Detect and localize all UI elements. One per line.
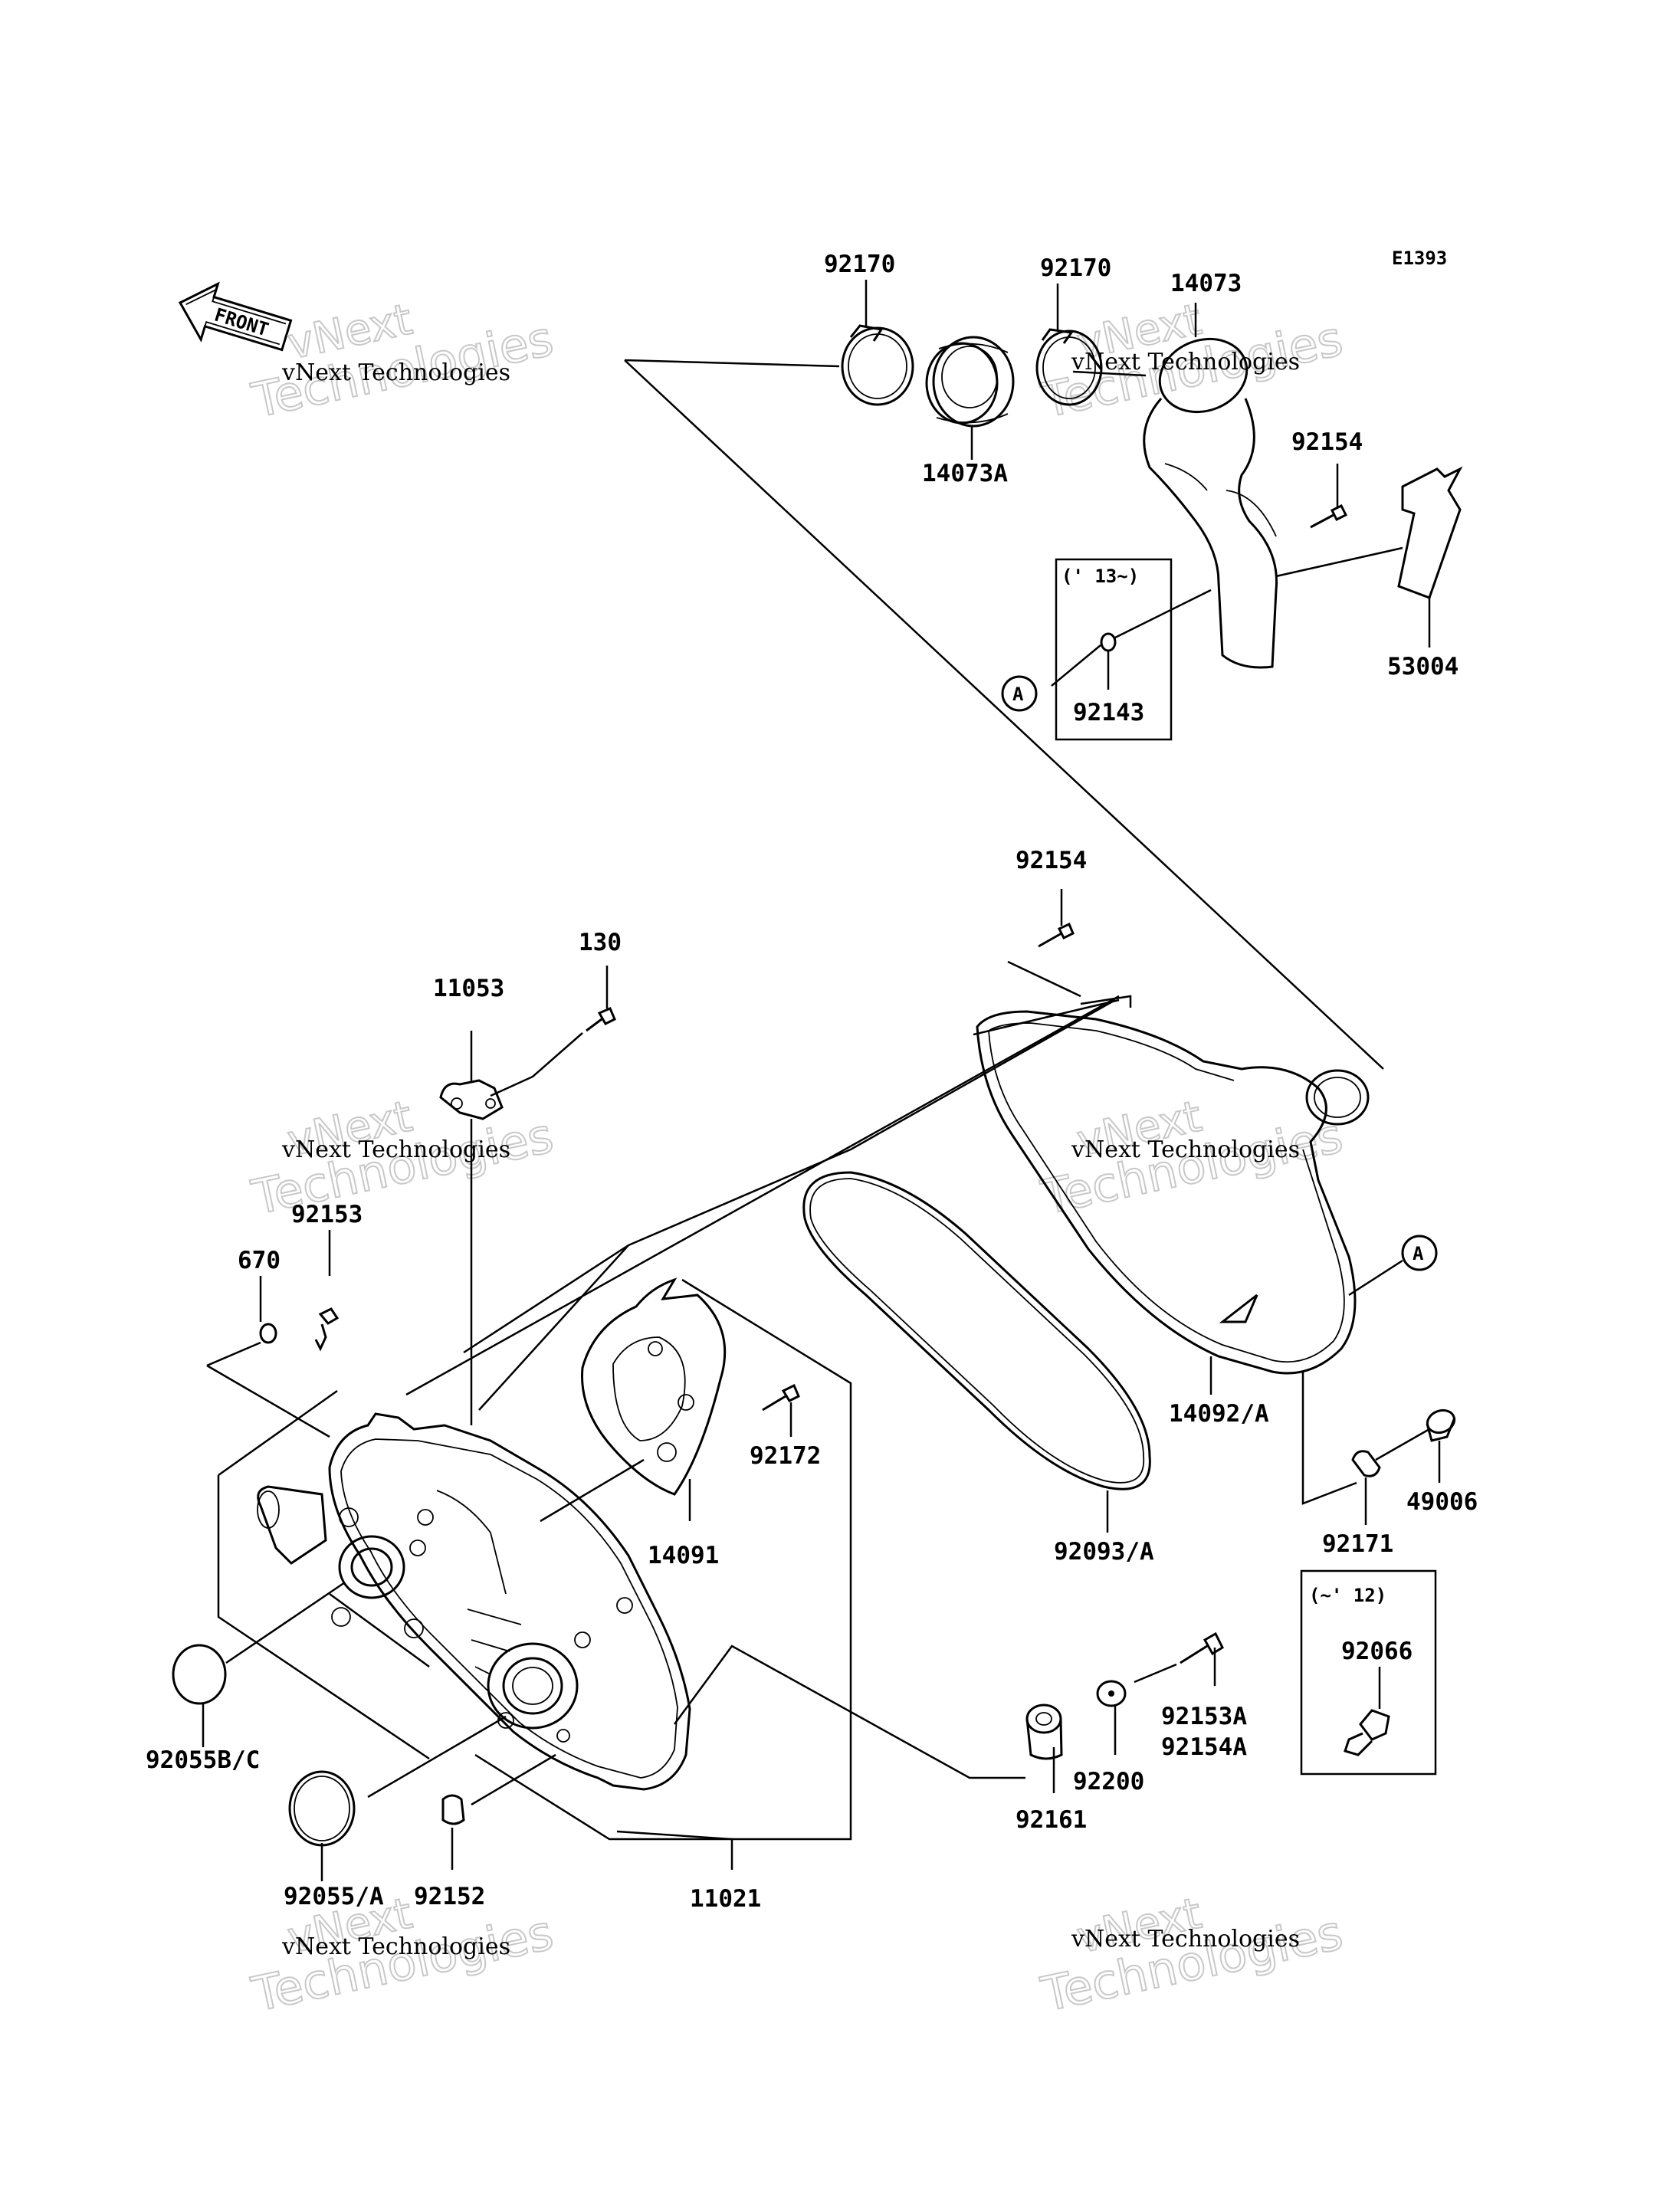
variant-label-from-13: (' 13~) xyxy=(1061,566,1139,587)
label-14091: 14091 xyxy=(648,1542,719,1569)
hose-clamp-left xyxy=(841,324,914,406)
washer-92143 xyxy=(1100,632,1117,652)
watermark-text-top-right: vNext Technologies xyxy=(1071,349,1300,375)
leader-92154-mid xyxy=(1007,960,1081,998)
variant-box-to-12 xyxy=(1300,1569,1437,1776)
label-49006: 49006 xyxy=(1406,1488,1478,1516)
gasket-92093a xyxy=(802,1171,1151,1490)
callout-a-top: A xyxy=(1001,675,1038,712)
watermark-top-left: vNext Technologies xyxy=(246,293,559,429)
leader-bracket-lower xyxy=(329,1592,430,1668)
watermark-text-mid-right: vNext Technologies xyxy=(1071,1136,1300,1163)
svg-text:A: A xyxy=(1413,1243,1424,1264)
label-14092a: 14092/A xyxy=(1169,1400,1269,1428)
outer-clutch-cover-14092 xyxy=(976,1010,1370,1375)
watermark-text-top-left: vNext Technologies xyxy=(281,359,510,386)
label-92093a: 92093/A xyxy=(1054,1538,1154,1566)
variant-label-to-12: (~' 12) xyxy=(1309,1585,1386,1606)
label-92161: 92161 xyxy=(1016,1806,1087,1834)
label-53004: 53004 xyxy=(1387,653,1459,680)
watermark-text-bottom-left: vNext Technologies xyxy=(281,1933,510,1960)
label-92170-b: 92170 xyxy=(1040,254,1111,282)
sensor-92066 xyxy=(1344,1709,1390,1756)
bolt-92154-mid xyxy=(1038,922,1075,948)
label-92152: 92152 xyxy=(414,1883,485,1910)
hose-clamp-right xyxy=(1035,328,1103,406)
front-arrow-icon: FRONT xyxy=(178,281,293,352)
label-92143: 92143 xyxy=(1073,699,1144,726)
bolt-92153a xyxy=(1180,1631,1224,1664)
label-92154-mid: 92154 xyxy=(1016,847,1087,874)
washer-92200 xyxy=(1096,1680,1127,1707)
leader-duct-to-cover xyxy=(624,359,1384,1070)
svg-text:A: A xyxy=(1012,684,1024,705)
watermark-text-bottom-right: vNext Technologies xyxy=(1071,1926,1300,1953)
front-label: FRONT xyxy=(212,304,271,341)
label-92154a: 92154A xyxy=(1161,1733,1247,1761)
leader-cover-top xyxy=(1080,995,1132,1008)
duct-hose-14073a xyxy=(925,336,1015,428)
callout-a-cover: A xyxy=(1401,1235,1438,1271)
label-92055bc: 92055B/C xyxy=(146,1746,260,1774)
o-ring-92055a xyxy=(288,1770,356,1847)
bolt-92154-top xyxy=(1310,503,1348,529)
bolt-130 xyxy=(586,1007,616,1032)
label-130: 130 xyxy=(579,929,622,956)
leader-670 xyxy=(206,1341,330,1438)
o-ring-670 xyxy=(259,1323,277,1344)
frame-leaders xyxy=(217,998,1116,1841)
shield-14091 xyxy=(581,1277,727,1496)
leader-shield xyxy=(540,1458,645,1523)
label-11021: 11021 xyxy=(690,1885,761,1913)
label-92066: 92066 xyxy=(1341,1638,1413,1665)
o-ring-92055bc xyxy=(172,1644,227,1705)
label-92055a: 92055/A xyxy=(284,1883,384,1910)
bolt-92172 xyxy=(762,1383,800,1412)
leader-bracket-bolt xyxy=(490,1032,583,1097)
seal-53004 xyxy=(1397,466,1463,599)
inner-clutch-case-11021 xyxy=(257,1412,691,1791)
label-92171: 92171 xyxy=(1322,1530,1393,1558)
frame-leaders-2 xyxy=(405,995,1120,1411)
label-92153a: 92153A xyxy=(1161,1703,1247,1730)
variant-box-from-13 xyxy=(1055,558,1173,741)
bracket-11053 xyxy=(439,1079,504,1120)
label-92170-a: 92170 xyxy=(824,251,895,278)
label-670: 670 xyxy=(238,1247,281,1274)
diagram-code: E1393 xyxy=(1392,248,1447,269)
leader-11021 xyxy=(616,1830,733,1870)
label-92200: 92200 xyxy=(1073,1768,1144,1795)
plug-49006 xyxy=(1426,1408,1456,1442)
clamp-92171 xyxy=(1351,1450,1381,1477)
grommet-92161 xyxy=(1025,1703,1063,1760)
leader-92171 xyxy=(1301,1372,1357,1505)
label-92172: 92172 xyxy=(750,1442,821,1470)
plug-92152 xyxy=(441,1794,465,1825)
leader-cover-to-case xyxy=(973,998,1120,1036)
watermark-text-mid-left: vNext Technologies xyxy=(281,1136,510,1163)
label-92154-top: 92154 xyxy=(1291,428,1363,456)
label-14073a: 14073A xyxy=(922,460,1008,487)
label-11053: 11053 xyxy=(433,975,504,1002)
bolt-92153 xyxy=(314,1307,340,1352)
intake-duct-14073 xyxy=(1143,337,1278,669)
label-14073: 14073 xyxy=(1170,270,1242,297)
label-92153: 92153 xyxy=(291,1201,363,1228)
